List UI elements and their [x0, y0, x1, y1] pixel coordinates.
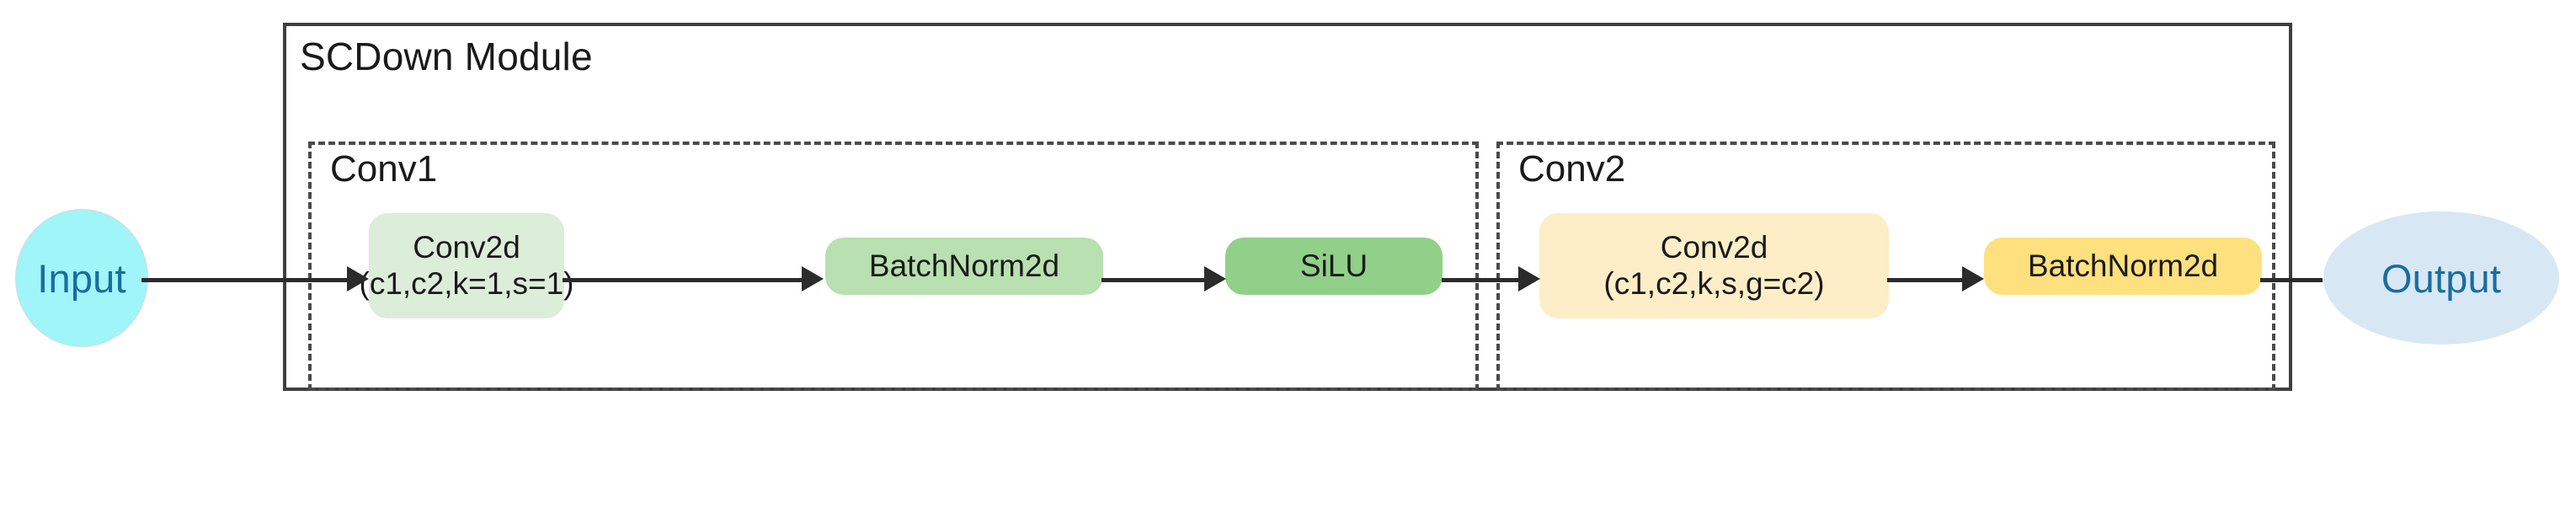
block-batchnorm2d-2-line1: BatchNorm2d — [2027, 248, 2219, 283]
block-silu-line1: SiLU — [1299, 248, 1368, 283]
block-conv2d-2-line2: (c1,c2,k,s,g=c2) — [1603, 265, 1825, 301]
arrow-conv2d2-to-bn2 — [1887, 278, 1963, 282]
conv2-group-label: Conv2 — [1518, 148, 1626, 190]
arrowhead-icon — [1518, 266, 1540, 291]
block-conv2d-1-line2: (c1,c2,k=1,s=1) — [359, 265, 574, 301]
conv1-group-label: Conv1 — [330, 148, 438, 190]
block-conv2d-2-line1: Conv2d — [1660, 229, 1768, 265]
block-batchnorm2d-2: BatchNorm2d — [1984, 238, 2262, 295]
input-node-label: Input — [37, 255, 126, 301]
module-title: SCDown Module — [300, 35, 593, 78]
arrowhead-icon — [802, 266, 824, 291]
arrow-input-to-conv2d1 — [141, 278, 354, 282]
block-conv2d-1-line1: Conv2d — [413, 229, 520, 265]
block-batchnorm2d-1-line1: BatchNorm2d — [868, 248, 1060, 283]
block-conv2d-2: Conv2d (c1,c2,k,s,g=c2) — [1539, 213, 1889, 318]
conv1-group-box — [308, 142, 1479, 391]
arrow-silu-to-conv2d2 — [1442, 278, 1524, 282]
arrowhead-icon — [1204, 266, 1226, 291]
block-silu: SiLU — [1225, 238, 1443, 295]
block-batchnorm2d-1: BatchNorm2d — [825, 238, 1103, 295]
arrowhead-icon — [347, 266, 369, 291]
conv2-group-box — [1496, 142, 2275, 391]
arrow-conv2d1-to-bn1 — [563, 278, 807, 282]
input-node: Input — [15, 209, 148, 347]
block-conv2d-1: Conv2d (c1,c2,k=1,s=1) — [360, 213, 574, 318]
output-node-label: Output — [2381, 255, 2502, 301]
output-node: Output — [2323, 211, 2560, 345]
arrow-bn2-to-output — [2260, 278, 2341, 282]
arrowhead-icon — [1962, 266, 1984, 291]
arrow-bn1-to-silu — [1101, 278, 1209, 282]
